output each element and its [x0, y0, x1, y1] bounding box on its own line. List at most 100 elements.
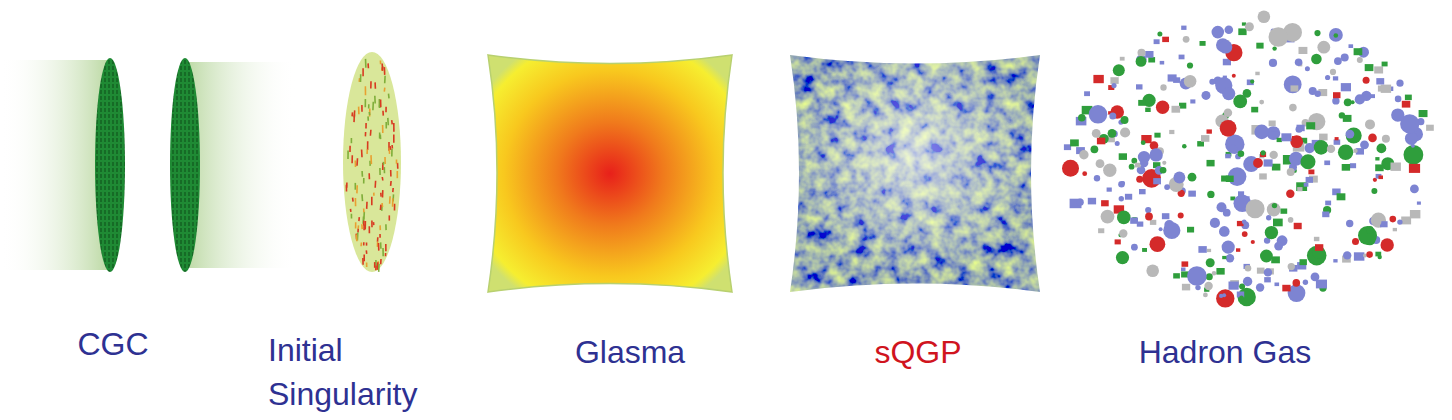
- streak: [370, 130, 372, 136]
- hadron-particle: [1317, 41, 1330, 54]
- streak: [350, 209, 352, 212]
- hadron-particle: [1078, 114, 1086, 122]
- hadron-particle: [1094, 175, 1100, 181]
- streak: [354, 161, 356, 167]
- hadron-particle: [1300, 259, 1307, 265]
- streak: [379, 225, 381, 230]
- hadron-particle: [1109, 113, 1116, 120]
- hadron-particle: [1333, 92, 1341, 98]
- hadron-particle: [1305, 143, 1315, 153]
- hadron-particle: [1375, 164, 1384, 171]
- hadron-particle: [1162, 213, 1170, 219]
- hadron-particle: [1119, 153, 1127, 160]
- hadron-particle: [1188, 173, 1197, 182]
- hadron-particle: [1246, 199, 1265, 218]
- hadron-particle: [1381, 238, 1394, 251]
- hadron-particle: [1255, 72, 1259, 76]
- streak: [370, 155, 372, 164]
- hadron-particle: [1322, 212, 1329, 218]
- hadron-particle: [1365, 64, 1374, 71]
- streak: [379, 133, 381, 139]
- hadron-particle: [1212, 271, 1217, 276]
- hadron-particle: [1284, 76, 1302, 94]
- hadron-particle: [1261, 150, 1266, 155]
- hadron-particle: [1149, 148, 1162, 161]
- hadron-particle: [1222, 293, 1226, 297]
- streak: [383, 88, 385, 92]
- hadron-particle: [1259, 173, 1267, 179]
- streak: [355, 198, 357, 206]
- hadron-particle: [1374, 218, 1381, 225]
- streak: [377, 237, 379, 242]
- hadron-particle: [1426, 125, 1434, 131]
- hadron-particle: [1334, 33, 1339, 38]
- streak: [391, 145, 393, 149]
- streak: [365, 86, 367, 95]
- hadron-particle: [1103, 164, 1116, 177]
- hadron-particle: [1297, 187, 1302, 191]
- streak: [388, 94, 390, 99]
- hadron-particle: [1275, 283, 1280, 287]
- hadron-particle: [1238, 28, 1246, 35]
- hadron-particle: [1357, 57, 1363, 63]
- hadron-particle: [1088, 198, 1096, 205]
- hadron-particle: [1319, 134, 1328, 141]
- streak: [385, 244, 387, 251]
- hadron-particle: [1287, 168, 1295, 176]
- hadron-particle: [1257, 268, 1265, 274]
- stage-label: CGC: [77, 322, 148, 366]
- hadron-particle: [1108, 129, 1117, 138]
- hadron-particle: [1277, 138, 1282, 142]
- hadron-particle: [1229, 145, 1238, 154]
- hadron-particle: [1120, 57, 1125, 61]
- hadron-particle: [1314, 237, 1320, 241]
- streak: [357, 229, 359, 233]
- hadron-particle: [1182, 284, 1190, 291]
- hadron-particle: [1266, 215, 1271, 220]
- hadron-particle: [1115, 141, 1120, 146]
- streak: [391, 149, 393, 157]
- hadron-particle: [1188, 191, 1196, 197]
- streak: [391, 120, 393, 124]
- hadron-particle: [1409, 164, 1420, 173]
- hadron-particle: [1366, 251, 1373, 258]
- streak: [385, 122, 387, 129]
- hadron-particle: [1202, 91, 1211, 100]
- hadron-particle: [1117, 211, 1131, 225]
- hadron-particle: [1293, 279, 1301, 287]
- hadron-particle: [1351, 100, 1355, 104]
- streak: [382, 248, 384, 256]
- hadron-particle: [1115, 239, 1121, 244]
- streak: [365, 132, 367, 136]
- streak: [368, 112, 370, 115]
- hadron-particle: [1091, 145, 1099, 153]
- hadron-particle: [1306, 177, 1313, 183]
- hadron-particle: [1254, 125, 1269, 140]
- stage-label: sQGP: [874, 330, 961, 374]
- stage-label: Initial Singularity: [268, 328, 433, 416]
- streak: [382, 125, 384, 133]
- streak: [365, 59, 367, 68]
- hadron-particle: [1245, 265, 1252, 272]
- streak: [388, 215, 390, 220]
- hadron-particle: [1411, 144, 1415, 148]
- streak: [351, 112, 353, 116]
- streak: [366, 202, 368, 209]
- hadron-particle: [1239, 296, 1244, 301]
- hadron-particle: [1206, 273, 1213, 280]
- streak: [361, 224, 363, 229]
- hadron-particle: [1338, 145, 1353, 160]
- streak: [355, 222, 357, 228]
- hadron-particle: [1116, 251, 1129, 264]
- hadron-particle: [1379, 176, 1384, 180]
- hadron-particle: [1162, 37, 1169, 42]
- hadron-particle: [1377, 144, 1387, 154]
- hadron-particle: [1410, 210, 1421, 218]
- hadron-particle: [1221, 176, 1229, 182]
- hadron-particle: [1401, 217, 1411, 225]
- hadron-particle: [1119, 229, 1127, 237]
- hadron-particle: [1245, 22, 1254, 31]
- hadron-particle: [1233, 95, 1247, 109]
- hadron-particle: [1297, 125, 1305, 132]
- hadron-particle: [1157, 32, 1162, 37]
